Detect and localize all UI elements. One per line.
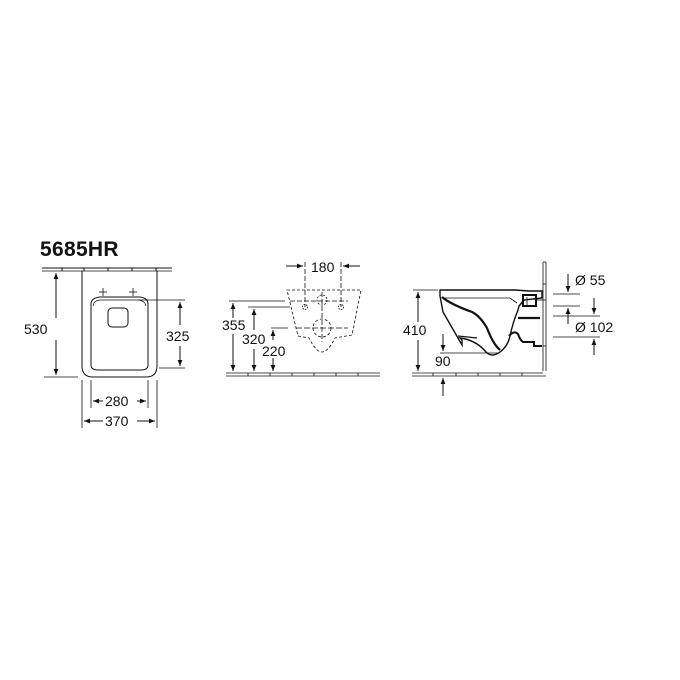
side-view [412, 261, 600, 396]
rear-view [226, 262, 380, 377]
dim-355: 355 [222, 317, 246, 333]
model-title: 5685HR [40, 238, 119, 261]
bowl-outline [81, 271, 158, 378]
dim-90: 90 [435, 353, 451, 369]
dim-180: 180 [311, 259, 335, 275]
dim-220: 220 [262, 343, 286, 359]
dim-280: 280 [105, 393, 129, 409]
side-floor [412, 372, 546, 377]
wall [542, 261, 547, 371]
dim-diameter-102: Ø 102 [575, 319, 613, 335]
rear-outline-dashed [286, 289, 362, 353]
floor-line [226, 372, 380, 377]
dim-325: 325 [166, 328, 190, 344]
dim-320: 320 [242, 331, 266, 347]
mounting-crosses [99, 288, 137, 296]
dim-410: 410 [403, 322, 427, 338]
seat-outline [90, 296, 149, 371]
dim-530: 530 [24, 321, 48, 337]
dim-370: 370 [105, 413, 129, 429]
top-view [42, 267, 185, 428]
wall-line [42, 267, 172, 272]
dim-diameter-55: Ø 55 [575, 272, 606, 288]
bowl-profile [439, 289, 543, 356]
lid-square [107, 307, 129, 328]
